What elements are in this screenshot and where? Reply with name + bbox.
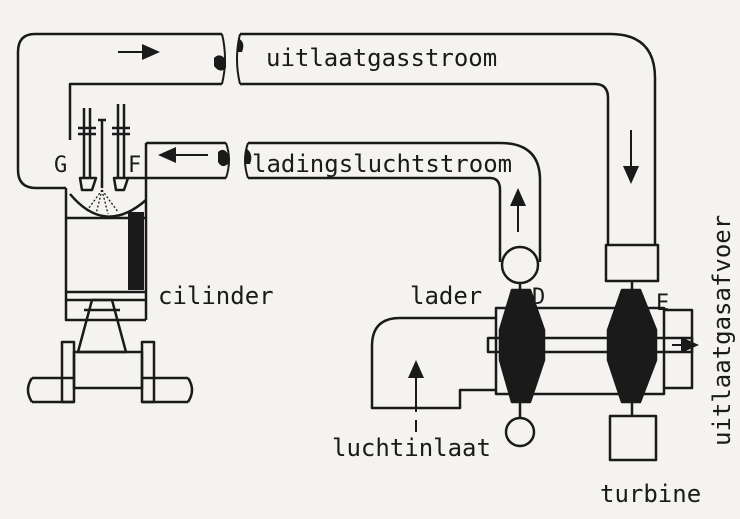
exhaust-duct-right-end: [236, 33, 241, 85]
label-exhaust-outlet: uitlaatgasafvoer: [708, 215, 736, 446]
label-letter-e: E: [656, 291, 669, 316]
exhaust-duct-left-end-fill: [214, 55, 226, 71]
fuel-injector: [98, 118, 106, 188]
label-letter-f: F: [128, 153, 141, 178]
valve-stem-left: [78, 108, 98, 192]
label-charge-air-flow: ladingsluchtstroom: [252, 150, 512, 178]
bearing-right: [140, 340, 156, 404]
exhaust-duct-right: [240, 32, 657, 245]
shaft-end-right: [186, 377, 194, 403]
exhaust-outlet-duct: [664, 308, 694, 390]
charge-air-duct-right-end: [244, 142, 249, 179]
turbine-wheel: [606, 288, 658, 404]
cylinder-wall: [64, 188, 146, 322]
compressor-inlet-bulb-top: [500, 245, 540, 285]
valve-stem-right: [112, 104, 130, 192]
label-air-inlet: luchtinlaat: [332, 434, 491, 462]
charge-air-duct-left-end-fill: [218, 149, 228, 167]
label-turbine: turbine: [600, 480, 701, 508]
crank-housing: [72, 350, 144, 390]
charge-air-duct-right-end-fill: [246, 148, 252, 164]
exhaust-duct-left: [16, 32, 222, 190]
label-cylinder: cilinder: [158, 282, 274, 310]
exhaust-duct-right-end-fill: [238, 38, 244, 52]
turbine-outlet-box: [608, 414, 658, 462]
air-inlet-duct: [370, 316, 496, 410]
valve-spring-right: [112, 126, 130, 136]
bearing-left: [60, 340, 76, 404]
label-exhaust-flow: uitlaatgasstroom: [266, 44, 497, 72]
label-letter-d: D: [532, 285, 545, 310]
connecting-rod: [76, 298, 128, 354]
cylinder-head-dome: [69, 193, 147, 218]
compressor-inlet-bulb-bottom: [504, 416, 536, 448]
shaft-end-left: [26, 377, 34, 403]
fuel-spray: [85, 189, 119, 215]
label-charger: lader: [410, 282, 482, 310]
cylinder-liner-right: [128, 212, 144, 290]
label-letter-g: G: [54, 153, 67, 178]
charge-air-duct-left: [128, 141, 226, 320]
charge-air-duct-left-end: [225, 142, 230, 179]
crankshaft: [32, 376, 188, 404]
charge-air-duct-right: [248, 141, 542, 262]
compressor-wheel: [498, 288, 546, 404]
turbine-inlet-box: [604, 243, 660, 283]
valve-spring-left: [78, 126, 96, 136]
